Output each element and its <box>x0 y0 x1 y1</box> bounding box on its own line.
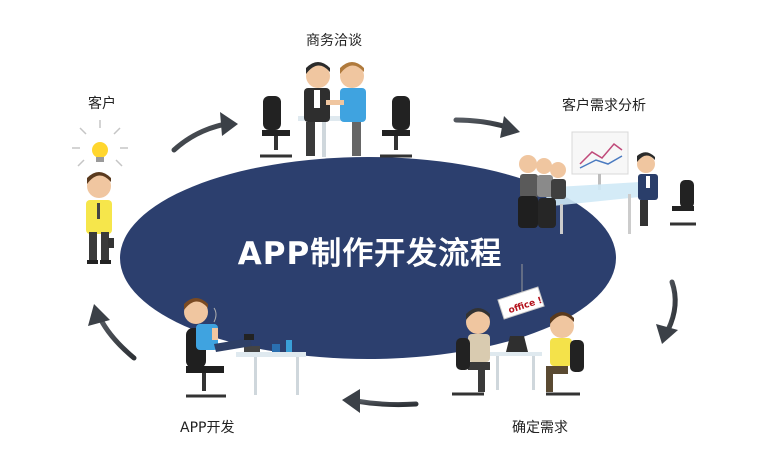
step-label-client: 客户 <box>88 96 116 112</box>
step-label-requirement-analysis: 客户需求分析 <box>562 98 646 114</box>
team-discussion-icon <box>452 264 584 396</box>
arrow-analysis-to-confirm <box>656 279 678 344</box>
arrow-dev-to-client <box>88 304 137 361</box>
arrow-client-to-business <box>171 112 238 153</box>
business-handshake-icon <box>260 62 412 158</box>
office-sign <box>497 264 545 320</box>
meeting-presentation-icon <box>518 131 696 234</box>
client-with-lightbulb-icon <box>72 120 128 264</box>
arrow-business-to-analysis <box>453 116 520 138</box>
step-label-business-negotiation: 商务洽谈 <box>306 33 362 49</box>
developer-at-desk-icon <box>184 298 306 398</box>
arrow-confirm-to-dev <box>342 389 419 413</box>
center-ellipse <box>120 157 616 359</box>
diagram-title: APP制作开发流程 <box>237 236 503 272</box>
step-label-app-development: APP开发 <box>180 420 235 436</box>
step-label-confirm-requirements: 确定需求 <box>512 420 568 436</box>
